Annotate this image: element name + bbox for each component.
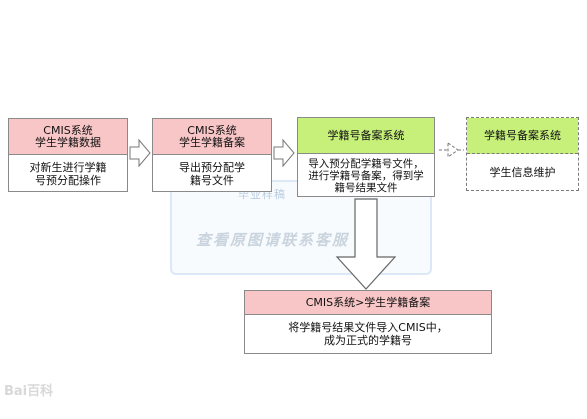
cmis-final-record-box: CMIS系统>学生学籍备案 将学籍号结果文件导入CMIS中， 成为正式的学籍号 <box>244 290 492 354</box>
arrow-down <box>335 198 397 290</box>
cmis-student-record-box: CMIS系统 学生学籍备案 导出预分配学 籍号文件 <box>152 118 272 192</box>
xjh-record-system-box: 学籍号备案系统 导入预分配学籍号文件， 进行学籍号备案，得到学 籍号结果文件 <box>297 117 435 197</box>
cmis-student-data-desc: 对新生进行学籍 号预分配操作 <box>29 160 107 187</box>
baidu-baike-logo: Bai百科 <box>4 384 54 399</box>
xjh-record-system-maintenance-box: 学籍号备案系统 学生信息维护 <box>466 117 579 191</box>
arrow-right-dashed <box>439 142 464 158</box>
arrow-right-2 <box>273 138 295 168</box>
cmis-final-record-title: CMIS系统>学生学籍备案 <box>245 291 491 315</box>
cmis-final-record-desc: 将学籍号结果文件导入CMIS中， 成为正式的学籍号 <box>288 321 448 347</box>
xjh-record-system-title: 学籍号备案系统 <box>298 118 434 154</box>
xjh-record-system-maintenance-title: 学籍号备案系统 <box>467 118 578 154</box>
cmis-student-record-title: CMIS系统 学生学籍备案 <box>153 119 271 155</box>
cmis-student-data-title: CMIS系统 学生学籍数据 <box>9 119 127 155</box>
xjh-record-system-desc: 导入预分配学籍号文件， 进行学籍号备案，得到学 籍号结果文件 <box>308 157 424 194</box>
cmis-student-data-box: CMIS系统 学生学籍数据 对新生进行学籍 号预分配操作 <box>8 118 128 192</box>
student-info-maintenance-desc: 学生信息维护 <box>489 166 556 179</box>
cmis-student-record-desc: 导出预分配学 籍号文件 <box>179 160 245 187</box>
arrow-right-1 <box>129 138 151 168</box>
watermark-main-text: 查看原图请联系客服 <box>196 231 350 249</box>
